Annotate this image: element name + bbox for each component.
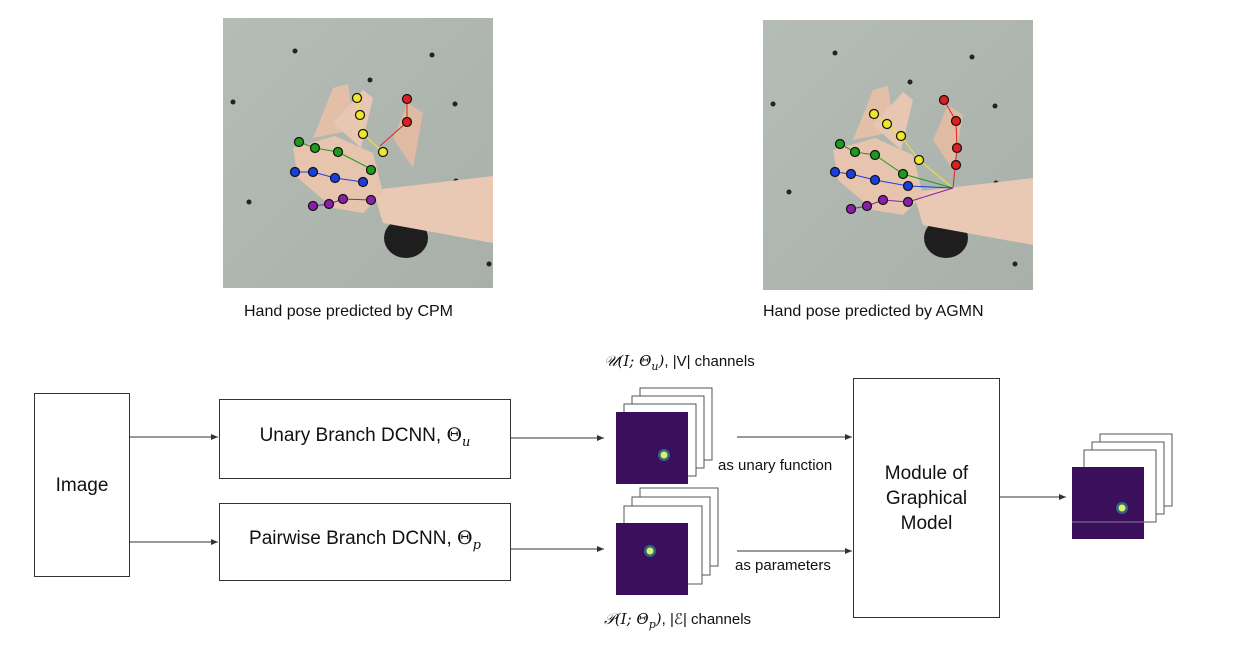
pairwise-edge-label: as parameters [735,557,831,574]
graphical-model-label-line-2: Graphical [885,487,968,509]
unary-heatmap [616,412,688,484]
output-heatmap [1072,467,1144,539]
unary-branch-box: Unary Branch DCNN, Θu [219,399,511,479]
image-input-box: Image [34,393,130,577]
graphical-model-box: Module of Graphical Model [853,378,1000,618]
unary-output-label: 𝒰(I; Θu), |V| channels [604,352,755,373]
unary-branch-label: Unary Branch DCNN, Θu [259,424,471,450]
cpm-caption: Hand pose predicted by CPM [244,303,453,320]
agmn-hand-pose-image [763,20,1033,290]
pairwise-output-label: 𝒫(I; Θp), |ℰ| channels [604,610,752,631]
graphical-model-label-line-3: Model [900,512,953,534]
image-input-label: Image [55,474,109,496]
output-heatmap-stack [1072,433,1173,539]
pairwise-branch-box: Pairwise Branch DCNN, Θp [219,503,511,581]
agmn-caption: Hand pose predicted by AGMN [763,303,984,320]
unary-edge-label: as unary function [718,457,833,474]
pairwise-heatmap-stack [616,487,719,595]
cpm-hand-pose-image [223,18,493,288]
unary-heatmap-stack [616,387,713,484]
graphical-model-label-line-1: Module of [884,462,969,484]
pairwise-heatmap [616,523,688,595]
pairwise-branch-label: Pairwise Branch DCNN, Θp [249,527,481,553]
